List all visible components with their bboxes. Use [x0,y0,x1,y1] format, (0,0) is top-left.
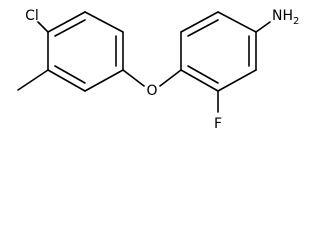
bond-left-ring-5 [47,69,86,92]
bond-right-ring-6 [180,69,219,92]
right-ring [180,11,257,92]
bond-methyl [17,69,49,91]
bond-right-ring-inner-3 [187,65,219,84]
bond-right-ring-inner-1 [187,19,219,37]
bond-cl [37,21,49,33]
bond-o-right [159,69,182,87]
bond-right-ring-2 [180,11,219,33]
chemical-structure: Cl O F NH2 [17,8,299,132]
bond-left-ring-2 [84,11,124,33]
bond-right-ring-3 [217,11,257,33]
bond-right-ring-5 [217,69,257,92]
chlorine-label: Cl [25,8,39,24]
bond-o-left [122,69,145,87]
bond-left-ring-4 [84,69,124,92]
amine-subscript: 2 [293,16,299,27]
bond-nh2 [255,21,271,33]
left-ring [47,11,124,92]
amine-nh: NH [272,8,293,24]
bond-left-ring-1 [47,11,86,33]
bond-left-ring-inner-1 [54,19,86,37]
bond-left-ring-inner-3 [54,65,86,84]
oxygen-label: O [146,83,157,99]
structure-canvas: Cl O F NH2 [17,8,299,132]
fluorine-label: F [214,116,222,132]
amine-label: NH2 [272,8,299,27]
